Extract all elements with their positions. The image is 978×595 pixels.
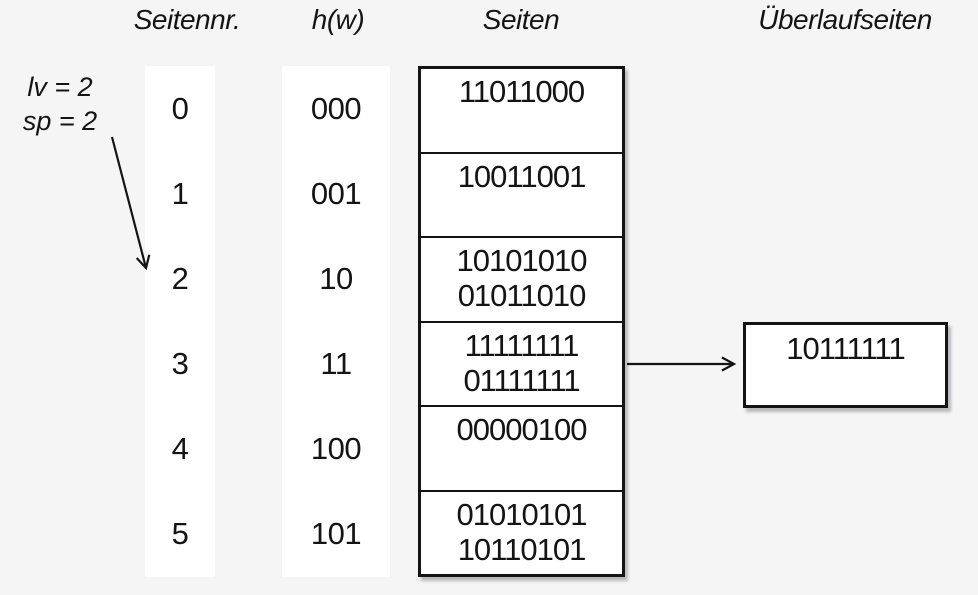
bucket-value: 01111111 (463, 362, 580, 398)
hw-cell: 11 (320, 346, 352, 382)
header-seitennr: Seitennr. (133, 4, 241, 35)
header-seiten: Seiten (482, 4, 560, 35)
bucket-value: 10110101 (457, 531, 587, 567)
arrow-annotation-to-row2 (110, 136, 151, 271)
column-seitennr: 0 1 2 3 4 5 (145, 66, 215, 577)
hw-cell: 000 (310, 90, 362, 126)
hw-cell: 100 (310, 431, 362, 467)
column-hw: 000 001 10 11 100 101 (282, 66, 390, 577)
bucket-row-4: 00000100 (421, 405, 622, 490)
bucket-value: 11111111 (464, 327, 580, 363)
bucket-row-5: 01010101 10110101 (421, 489, 622, 575)
bucket-value: 11011000 (458, 74, 585, 109)
bucket-value (421, 447, 622, 482)
bucket-row-2: 10101010 01011010 (421, 236, 622, 321)
overflow-value: 10111111 (786, 331, 905, 366)
annotation-lv: lv = 2 (27, 72, 93, 102)
state-annotation: lv = 2 sp = 2 (10, 70, 110, 138)
bucket-value: 01011010 (457, 278, 587, 313)
hw-cell: 001 (310, 175, 362, 211)
seitennr-cell: 3 (171, 346, 189, 382)
bucket-value: 00000100 (456, 412, 588, 447)
hw-cell: 10 (319, 260, 353, 296)
seitennr-cell: 4 (171, 431, 189, 467)
overflow-page-box: 10111111 (743, 322, 948, 408)
seitennr-cell: 5 (171, 516, 189, 552)
bucket-value: 10011001 (457, 158, 587, 194)
seitennr-cell: 2 (171, 260, 189, 296)
bucket-value (421, 194, 622, 229)
hw-cell: 101 (310, 516, 362, 552)
seitennr-cell: 0 (171, 90, 189, 126)
header-ueberlaufseiten: Überlaufseiten (758, 4, 932, 35)
bucket-value (421, 109, 622, 144)
header-hw: h(w) (311, 4, 365, 35)
bucket-table: 11011000 10011001 10101010 01011010 1111… (418, 66, 625, 577)
bucket-value: 10101010 (456, 243, 588, 278)
bucket-row-0: 11011000 (421, 69, 622, 152)
annotation-sp: sp = 2 (22, 106, 98, 136)
bucket-value: 01010101 (456, 496, 588, 532)
seitennr-cell: 1 (171, 175, 189, 211)
bucket-row-1: 10011001 (421, 151, 622, 237)
bucket-row-3: 11111111 01111111 (421, 320, 622, 406)
